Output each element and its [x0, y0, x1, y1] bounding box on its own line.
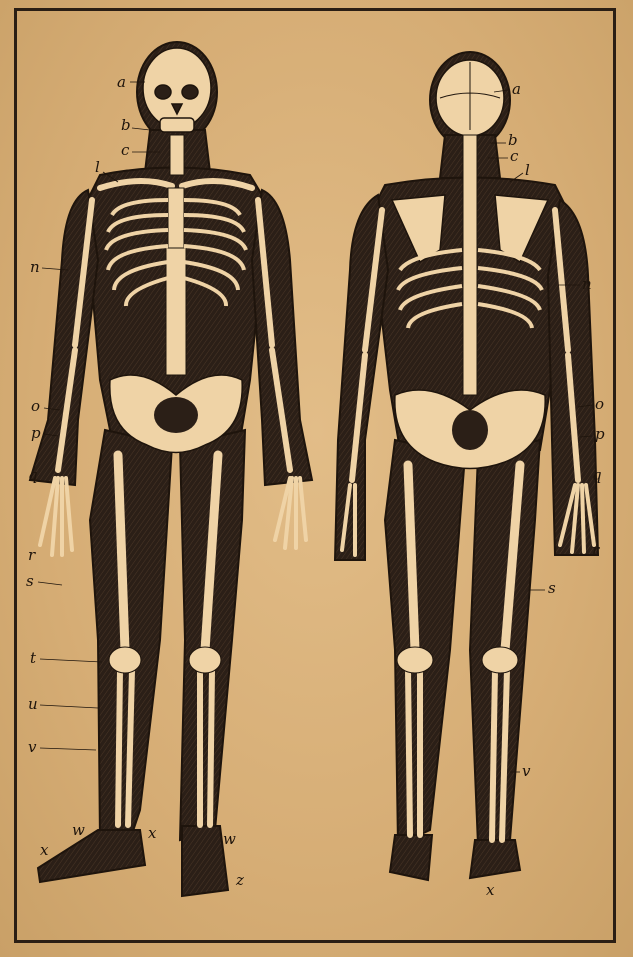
front-label-u: u	[28, 697, 38, 712]
front-label-z: z	[236, 873, 244, 888]
front-label-v: v	[28, 740, 36, 755]
back-label-l: l	[525, 163, 530, 178]
front-label-p: p	[31, 426, 41, 441]
back-label-x: x	[486, 883, 494, 898]
front-label-b: b	[121, 118, 131, 133]
front-label-q: q	[28, 468, 38, 483]
front-label-t: t	[30, 651, 36, 666]
front-figure	[30, 42, 312, 896]
back-label-c: c	[510, 149, 518, 164]
front-label-w-right: w	[223, 832, 236, 847]
back-label-q: q	[592, 468, 602, 483]
back-label-n: n	[582, 277, 592, 292]
front-label-c: c	[121, 143, 129, 158]
front-label-a: a	[117, 75, 126, 90]
front-label-w-left: w	[72, 823, 85, 838]
back-label-s: s	[548, 581, 556, 596]
front-label-l: l	[95, 160, 100, 175]
back-label-b: b	[508, 133, 518, 148]
back-label-p: p	[595, 427, 605, 442]
front-label-o: o	[31, 399, 40, 414]
back-label-o: o	[595, 397, 604, 412]
front-label-r: r	[28, 548, 35, 563]
back-label-a: a	[512, 82, 521, 97]
front-label-x-left: x	[40, 843, 48, 858]
front-label-x-right: x	[148, 826, 156, 841]
front-label-n: n	[30, 260, 40, 275]
back-figure	[335, 52, 598, 880]
back-label-v: v	[522, 764, 530, 779]
back-label-r: r	[592, 543, 599, 558]
front-label-s: s	[26, 574, 34, 589]
